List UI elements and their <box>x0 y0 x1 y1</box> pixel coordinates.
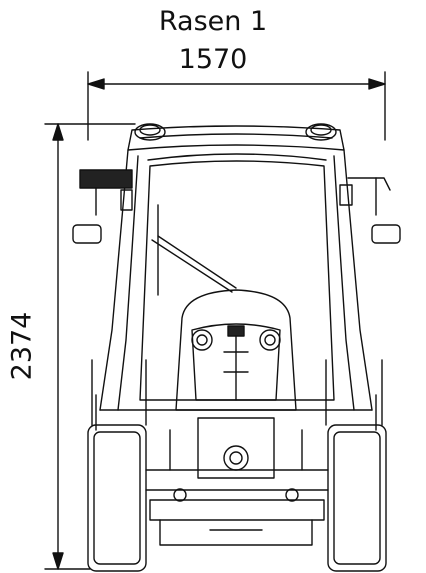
width-dimension-line <box>87 71 386 141</box>
width-dimension-value: 1570 <box>178 44 248 75</box>
height-dimension-line <box>44 123 136 570</box>
tractor-front-view-icon <box>72 123 401 572</box>
drawing-title: Rasen 1 <box>158 6 268 37</box>
